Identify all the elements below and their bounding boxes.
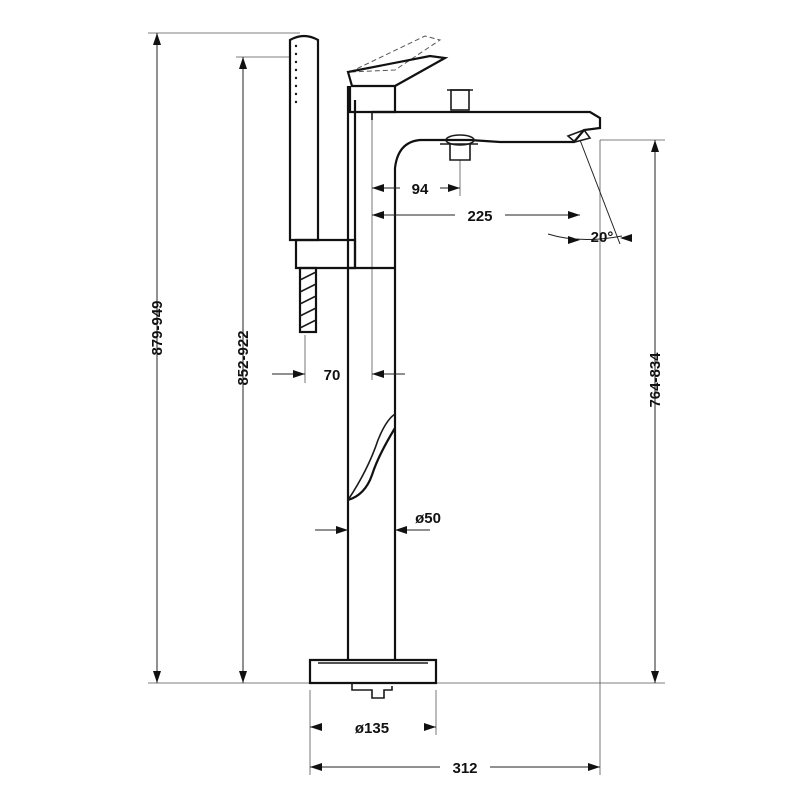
dim-spout-reach: 225	[467, 208, 492, 225]
dim-base-diameter: ø135	[355, 720, 389, 737]
dim-spout-height: 764-834	[647, 352, 664, 408]
lever-handle	[346, 54, 449, 88]
base-plate	[308, 658, 438, 685]
faucet-body	[308, 35, 602, 699]
dim-handshower-offset: 70	[324, 367, 341, 384]
hand-shower-holder	[294, 238, 357, 270]
cartridge-head	[348, 86, 397, 114]
dim-column-diameter: ø50	[415, 510, 441, 527]
dimension-lines	[153, 33, 659, 771]
lever-raised-outline	[349, 35, 442, 73]
hand-shower	[288, 34, 357, 334]
spout-outlet	[566, 129, 592, 143]
base-fitting	[351, 683, 393, 699]
dim-handshower-height: 852-922	[235, 330, 252, 385]
column	[346, 268, 397, 660]
diverter-valve	[440, 143, 478, 161]
hose-connector	[298, 266, 318, 334]
dim-diverter-offset: 94	[412, 181, 429, 198]
spout	[372, 110, 602, 268]
extension-lines	[148, 32, 665, 775]
dim-total-height: 879-949	[149, 300, 166, 355]
shower-nozzles	[294, 44, 298, 104]
diverter-knob	[450, 89, 470, 111]
dim-overall-width: 312	[452, 760, 477, 777]
dim-spout-angle: 20°	[591, 229, 614, 246]
hand-shower-head	[288, 34, 320, 242]
